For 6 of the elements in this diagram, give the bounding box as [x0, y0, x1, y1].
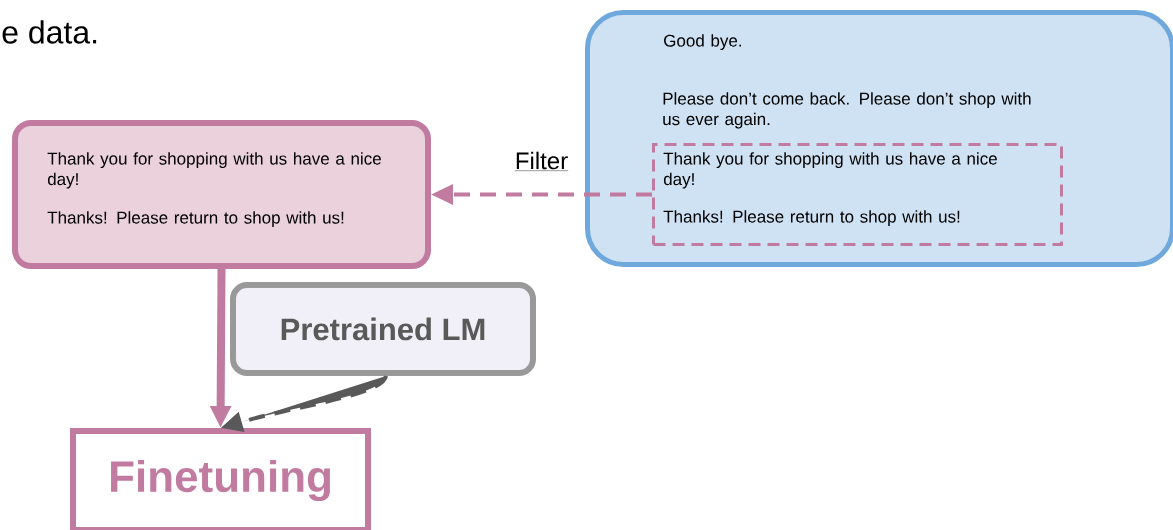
text-fragment: e data. [2, 20, 97, 44]
filtered-messages-box: Thank you for shopping with us have a nice day! Thanks! Please return to shop with us! [652, 143, 1063, 246]
process-box: Finetuning [70, 428, 371, 530]
message-box: Thank you for shopping with us have a nice day! Thanks! Please return to shop with us! [12, 120, 431, 269]
edge-label: Filter [513, 150, 570, 173]
model-box: Pretrained LM [230, 282, 536, 376]
